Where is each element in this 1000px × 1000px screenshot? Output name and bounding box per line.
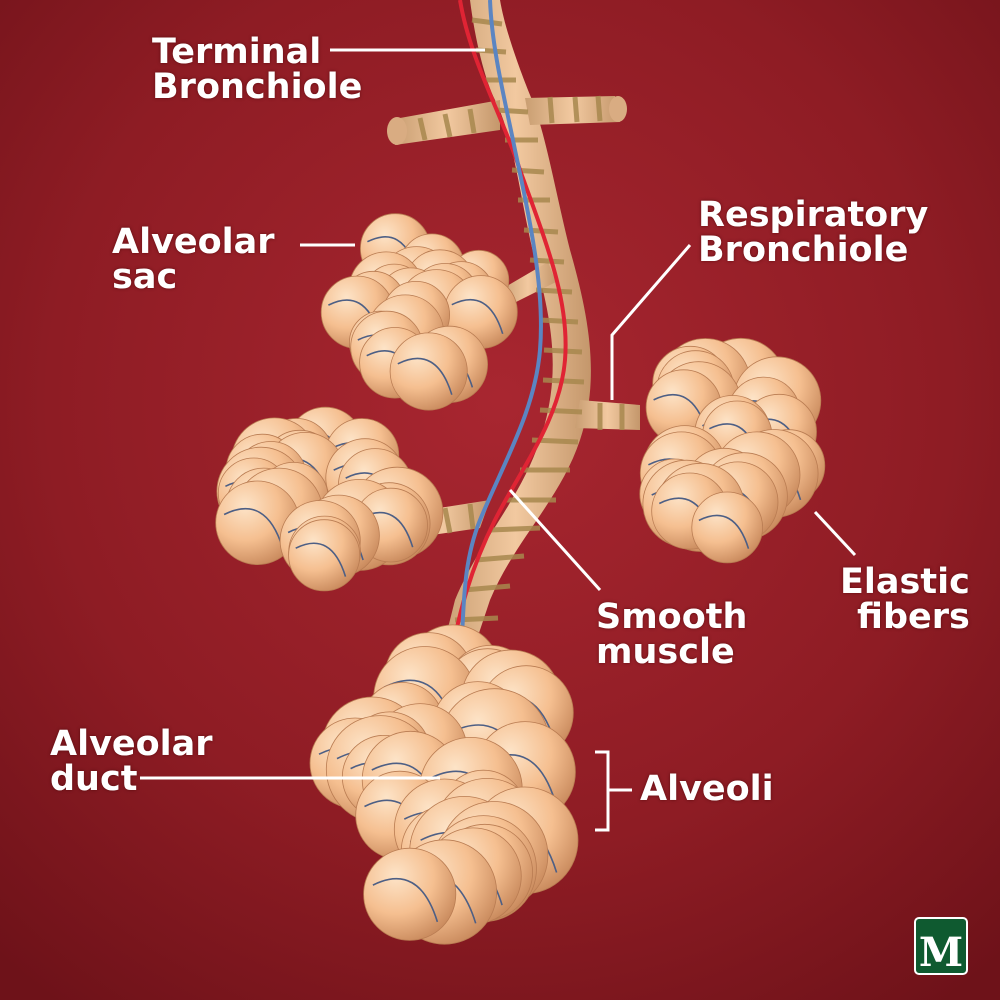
- branch-to-sac: [500, 262, 556, 305]
- bottom-alveolar-cluster: [309, 624, 579, 945]
- alveolus: [363, 847, 457, 941]
- pulmonary-artery: [448, 0, 568, 661]
- label-terminal-bronchiole: Terminal Bronchiole: [152, 35, 362, 105]
- leader-respiratory-bronchiole: [610, 244, 692, 400]
- left-alveolar-cluster: [215, 406, 444, 592]
- alveolus: [691, 491, 763, 564]
- leader-lines: [140, 48, 857, 832]
- label-alveolar-sac-line2: sac: [112, 257, 178, 297]
- terminal-branch-right-end: [609, 96, 627, 122]
- label-respiratory-bronchiole-line2: Bronchiole: [698, 230, 909, 270]
- shield-logo-icon: M: [914, 917, 968, 976]
- label-smooth-muscle: Smooth muscle: [596, 600, 747, 670]
- label-elastic-fibers-line2: fibers: [857, 597, 970, 637]
- label-alveolar-duct-line1: Alveolar: [50, 724, 213, 764]
- label-alveolar-sac-line1: Alveolar: [112, 222, 275, 262]
- label-terminal-bronchiole-line1: Terminal: [152, 32, 322, 72]
- terminal-branch-right: [525, 96, 620, 125]
- label-smooth-muscle-line2: muscle: [596, 632, 735, 672]
- label-smooth-muscle-line1: Smooth: [596, 597, 748, 637]
- pulmonary-vein: [458, 0, 543, 661]
- label-alveolar-duct: Alveolar duct: [50, 727, 213, 797]
- elastic-fiber: [397, 357, 453, 395]
- leader-elastic-fibers: [813, 510, 857, 557]
- label-alveolar-duct-line2: duct: [50, 759, 138, 799]
- label-elastic-fibers: Elastic fibers: [840, 565, 970, 635]
- alveolar-clusters: [215, 213, 826, 945]
- main-bronchiole: [440, 0, 591, 660]
- elastic-fiber: [372, 877, 439, 923]
- smooth-muscle-bands: [417, 17, 625, 648]
- label-respiratory-bronchiole-line1: Respiratory: [698, 195, 929, 235]
- svg-text:M: M: [919, 929, 963, 976]
- right-alveolar-cluster: [639, 337, 826, 564]
- elastic-fiber: [451, 299, 504, 335]
- terminal-branch-left-end: [387, 117, 407, 145]
- alveolar-sac-cluster: [320, 213, 518, 411]
- label-alveolar-sac: Alveolar sac: [112, 225, 275, 295]
- elastic-fiber: [698, 514, 750, 549]
- alveolus: [389, 332, 468, 411]
- label-respiratory-bronchiole: Respiratory Bronchiole: [698, 198, 928, 268]
- label-elastic-fibers-line1: Elastic: [840, 562, 970, 602]
- elastic-fiber: [223, 507, 284, 549]
- leader-smooth-muscle: [508, 488, 602, 592]
- branch-to-right-cluster: [575, 400, 640, 430]
- label-alveoli: Alveoli: [640, 769, 774, 809]
- elastic-fiber: [295, 542, 347, 577]
- label-terminal-bronchiole-line2: Bronchiole: [152, 67, 363, 107]
- alveolus: [288, 519, 361, 592]
